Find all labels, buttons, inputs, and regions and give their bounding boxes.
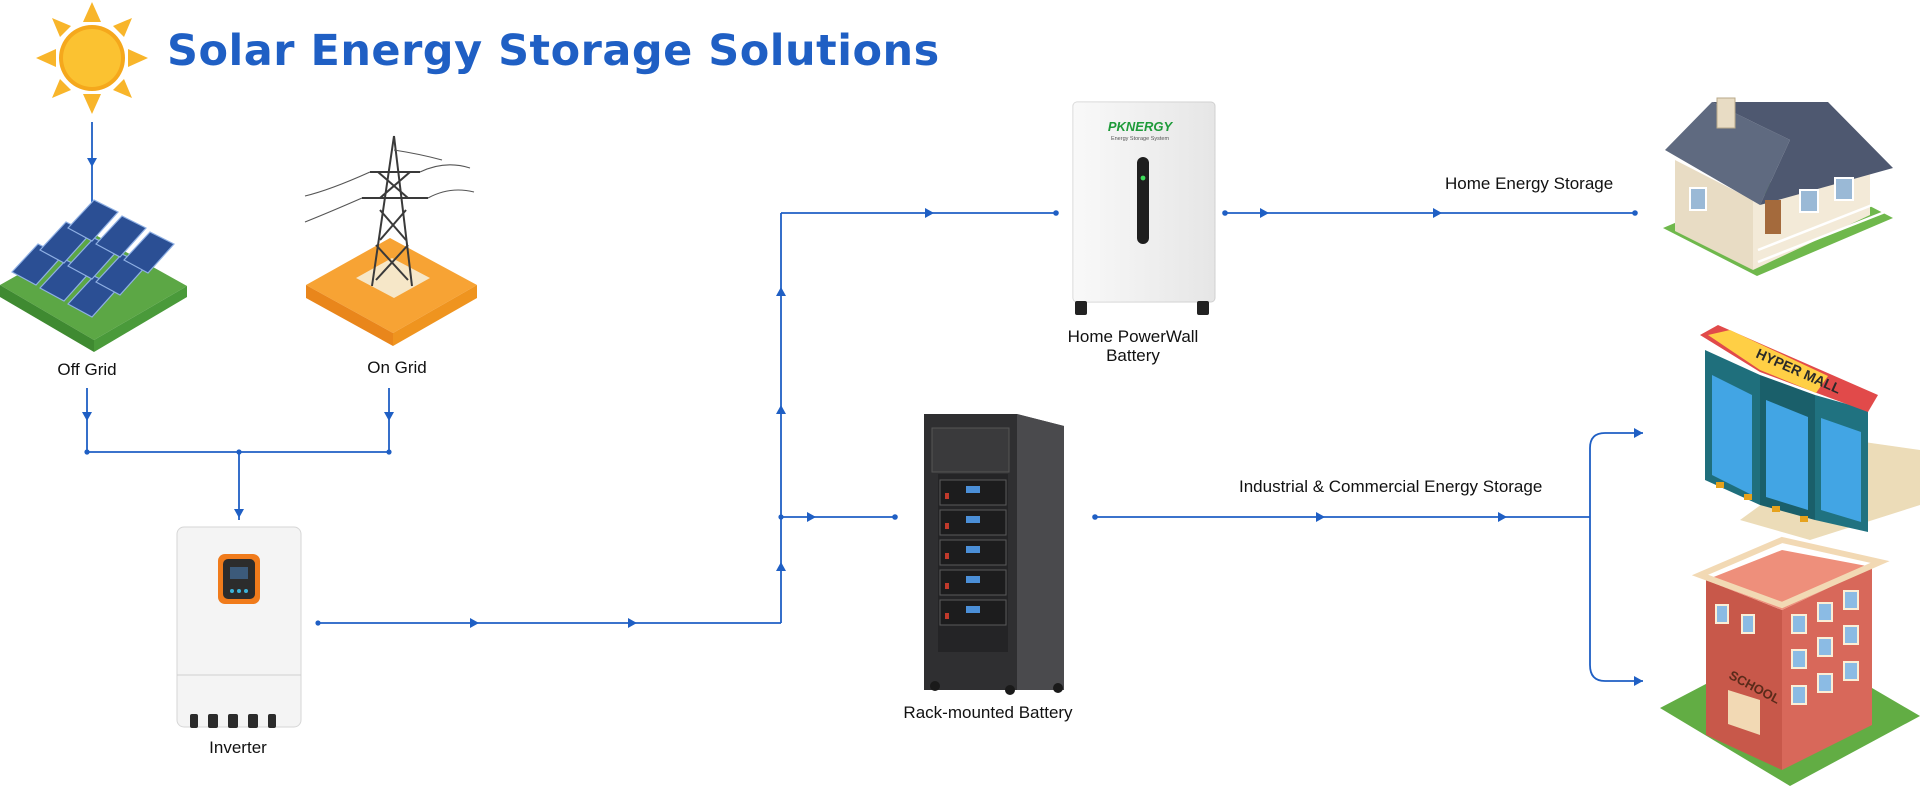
industrial-commercial-storage-label: Industrial & Commercial Energy Storage [1239, 477, 1543, 496]
arrow-rack-in [807, 512, 816, 522]
solar-panels-icon [0, 199, 187, 352]
arrow-out-2 [628, 618, 637, 628]
power-tower-icon [304, 135, 477, 346]
arrow-bus-2 [776, 405, 786, 414]
mall-icon: HYPER MALL [1700, 325, 1920, 540]
flow-arrows [82, 158, 1643, 686]
arrow-bus-3 [776, 287, 786, 296]
arrow-ongrid [384, 412, 394, 421]
arrow-school [1634, 676, 1643, 686]
battery-modules [939, 479, 1007, 626]
arrow-ic-1 [1316, 512, 1325, 522]
arrow-powerwall-in [925, 208, 934, 218]
sun-icon [36, 2, 148, 114]
arrow-sun [87, 158, 97, 167]
inverter-icon [176, 526, 302, 728]
arrow-ic-2 [1498, 512, 1507, 522]
off-grid-label: Off Grid [57, 360, 117, 379]
powerwall-label-line1: Home PowerWall [1067, 327, 1199, 346]
arrow-bus-1 [776, 562, 786, 571]
line-endpoints [84, 210, 1638, 626]
powerwall-brand: PKNERGY [1108, 119, 1174, 134]
school-icon: SCHOOL [1660, 536, 1920, 786]
page-title: Solar Energy Storage Solutions [167, 26, 940, 76]
inverter-label: Inverter [209, 738, 267, 757]
home-energy-storage-label: Home Energy Storage [1445, 174, 1614, 193]
rack-battery-icon [924, 414, 1064, 695]
line-commercial-split [1589, 432, 1643, 682]
powerwall-label-line2: Battery [1106, 346, 1160, 365]
on-grid-label: On Grid [367, 358, 427, 377]
house-icon [1663, 97, 1893, 276]
arrow-inverter-in [234, 509, 244, 518]
arrow-home-1 [1260, 208, 1269, 218]
arrow-out-1 [470, 618, 479, 628]
arrow-offgrid [82, 412, 92, 421]
rack-battery-label: Rack-mounted Battery [903, 703, 1073, 722]
arrow-home-2 [1433, 208, 1442, 218]
flow-lines [86, 122, 1643, 682]
powerwall-battery-icon: PKNERGY Energy Storage System [1072, 101, 1216, 315]
arrow-mall [1634, 428, 1643, 438]
powerwall-brand-sub: Energy Storage System [1111, 136, 1170, 142]
